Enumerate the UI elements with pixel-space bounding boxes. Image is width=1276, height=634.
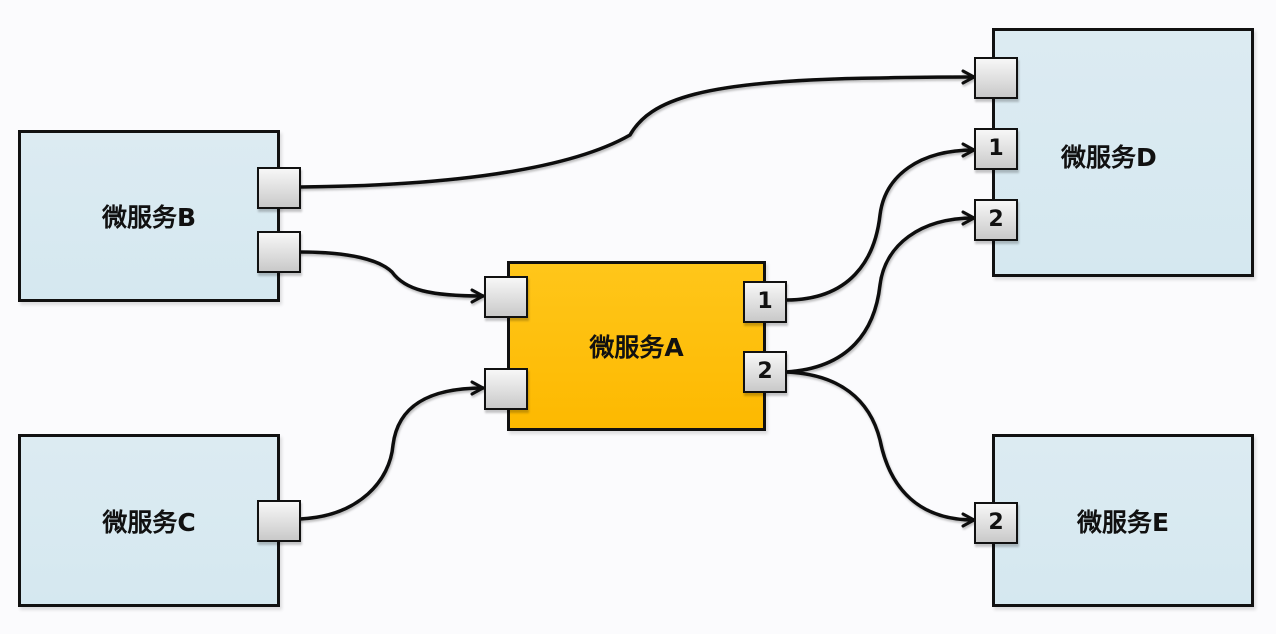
- service-a-port-in-2[interactable]: [484, 368, 528, 410]
- service-d-box[interactable]: 微服务D: [992, 28, 1254, 277]
- service-a-port-in-1[interactable]: [484, 276, 528, 318]
- service-d-port-in-2[interactable]: 2: [974, 199, 1018, 241]
- service-d-label: 微服务D: [1061, 143, 1157, 172]
- service-a-port-out-1[interactable]: 1: [743, 281, 787, 323]
- service-d-port-in-0[interactable]: [974, 57, 1018, 99]
- service-a-port-out-2[interactable]: 2: [743, 351, 787, 393]
- edge-a2-to-d2: [784, 210, 976, 374]
- edge-a1-to-d1: [784, 142, 976, 302]
- service-a-label: 微服务A: [589, 333, 684, 362]
- edge-b-to-d: [298, 69, 976, 189]
- service-c-port-out-1[interactable]: [257, 500, 301, 542]
- service-c-label: 微服务C: [102, 507, 196, 537]
- edge-c-to-a: [298, 380, 485, 521]
- service-b-port-out-1[interactable]: [257, 167, 301, 209]
- edge-b-to-a: [298, 250, 485, 304]
- service-b-box[interactable]: 微服务B: [18, 130, 280, 302]
- service-b-port-out-2[interactable]: [257, 231, 301, 273]
- service-e-port-in-2[interactable]: 2: [974, 502, 1018, 544]
- service-d-port-in-1[interactable]: 1: [974, 128, 1018, 170]
- service-b-label: 微服务B: [101, 203, 197, 232]
- service-c-box[interactable]: 微服务C: [18, 434, 280, 607]
- service-e-box[interactable]: 微服务E: [992, 434, 1254, 607]
- edge-a2-to-e2: [784, 370, 976, 528]
- service-e-label: 微服务E: [1076, 507, 1170, 537]
- service-a-box[interactable]: 微服务A: [507, 261, 766, 431]
